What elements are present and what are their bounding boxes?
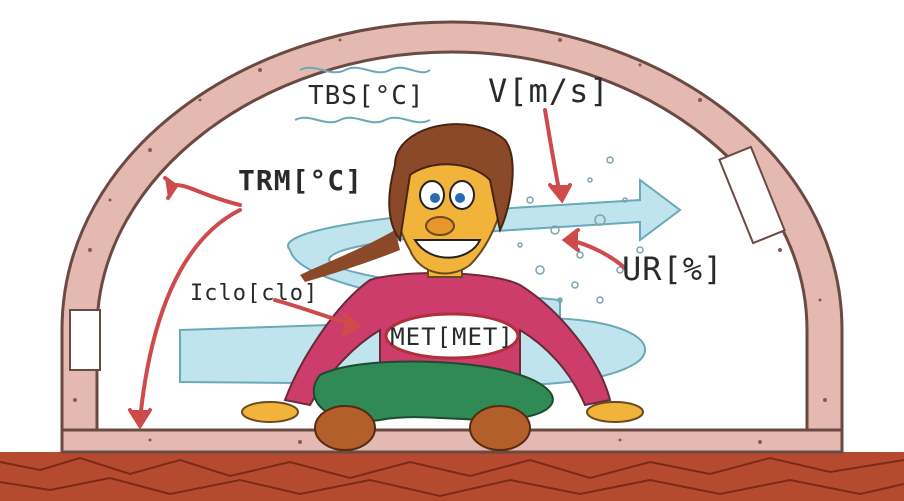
nose	[426, 217, 454, 235]
right-shoe	[470, 406, 530, 450]
left-shoe	[315, 406, 375, 450]
label-v: V[m/s]	[488, 72, 610, 110]
v-arrow	[545, 110, 560, 195]
left-hand	[242, 402, 298, 422]
label-met: MET[MET]	[390, 323, 514, 351]
label-trm: TRM[°C]	[238, 164, 363, 197]
right-hand	[587, 402, 643, 422]
ground	[0, 452, 904, 501]
label-ur: UR[%]	[622, 250, 723, 288]
ur-arrow	[570, 240, 625, 268]
floor-slab	[62, 430, 842, 452]
label-iclo: Iclo[clo]	[190, 281, 318, 306]
label-tbs: TBS[°C]	[308, 81, 425, 111]
window-left	[70, 310, 100, 370]
trm-arrow	[175, 185, 240, 205]
